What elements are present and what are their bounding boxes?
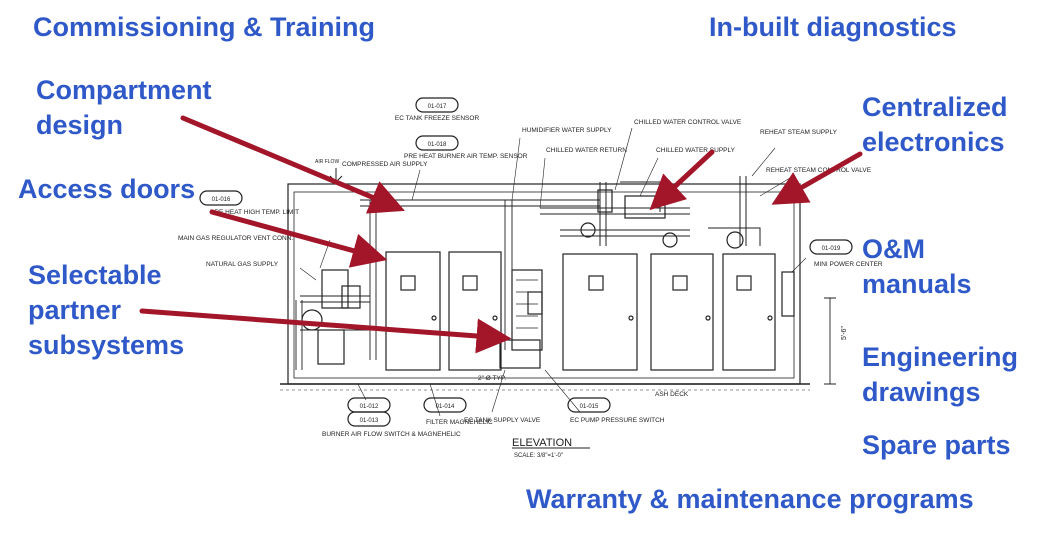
- label-engineering-line2: drawings: [862, 377, 981, 407]
- tag-01-017: 01-017: [428, 104, 447, 110]
- access-door-4: [650, 253, 714, 371]
- pump-switch-note: EC PUMP PRESSURE SWITCH: [570, 417, 665, 424]
- mini-power-center: [781, 271, 795, 317]
- access-door-2: [448, 251, 502, 371]
- ash-deck-note: ASH DECK: [655, 391, 689, 398]
- mini-power-note: MINI POWER CENTER: [814, 261, 883, 268]
- access-door-3: [562, 253, 638, 371]
- tag-01-014: 01-014: [436, 404, 455, 410]
- partner-subsystem-cabinet: [511, 269, 543, 351]
- burner-air-note: BURNER AIR FLOW SWITCH & MAGNEHELIC: [322, 431, 461, 438]
- tag-01-015: 01-015: [580, 404, 599, 410]
- reheat-valve-note: REHEAT STEAM CONTROL VALVE: [766, 167, 872, 174]
- main-gas-note: MAIN GAS REGULATOR VENT CONN.: [178, 235, 293, 242]
- filter-magnehelic-note: FILTER MAGNEHELIC: [426, 419, 493, 426]
- label-selectable-line3: subsystems: [28, 330, 185, 360]
- arrow-diagnostics: [649, 149, 715, 211]
- arrow-centralized: [771, 151, 863, 205]
- natural-gas-note: NATURAL GAS SUPPLY: [206, 261, 279, 268]
- tank-supply-note: EC TANK SUPPLY VALVE: [464, 417, 541, 424]
- tag-01-013: 01-013: [360, 418, 379, 424]
- elevation-scale: SCALE: 3/8"=1'-0": [514, 453, 563, 459]
- chilled-valve-note: CHILLED WATER CONTROL VALVE: [634, 119, 742, 126]
- pipe-size-note: 2" Ø TYP.: [478, 375, 506, 382]
- label-centralized-line2: electronics: [862, 127, 1005, 157]
- tag-01-018: 01-018: [428, 142, 447, 148]
- tag-01-019: 01-019: [822, 246, 841, 252]
- preheat-high-note: PRE HEAT HIGH TEMP. LIMIT: [210, 209, 299, 216]
- label-diagnostics: In-built diagnostics: [709, 12, 957, 42]
- label-compartment-line2: design: [36, 110, 124, 140]
- compressed-air-note: COMPRESSED AIR SUPPLY: [342, 161, 428, 168]
- label-om-line2: manuals: [862, 269, 972, 299]
- elevation-title: ELEVATION: [512, 437, 572, 449]
- access-door-1: [385, 251, 441, 371]
- reheat-supply-note: REHEAT STEAM SUPPLY: [760, 129, 838, 136]
- gas-train: [321, 269, 349, 309]
- arrow-selectable: [139, 308, 512, 354]
- tag-01-016: 01-016: [212, 197, 231, 203]
- access-door-5: [722, 253, 776, 371]
- air-flow-note: AIR FLOW: [315, 159, 339, 165]
- height-dimension: 5'-6": [841, 326, 848, 340]
- chilled-return-note: CHILLED WATER RETURN: [546, 147, 627, 154]
- preheat-burner-note: PRE HEAT BURNER AIR TEMP. SENSOR: [404, 153, 528, 160]
- arrow-access-doors: [209, 209, 388, 268]
- label-commissioning: Commissioning & Training: [33, 12, 376, 42]
- label-spare-parts: Spare parts: [862, 430, 1011, 460]
- label-selectable-line1: Selectable: [28, 260, 162, 290]
- label-access-doors: Access doors: [18, 174, 196, 204]
- label-om-line1: O&M: [862, 234, 925, 264]
- label-selectable-line2: partner: [28, 295, 122, 325]
- label-compartment-line1: Compartment: [36, 75, 212, 105]
- chilled-supply-note: CHILLED WATER SUPPLY: [656, 147, 736, 154]
- label-warranty: Warranty & maintenance programs: [526, 484, 974, 514]
- arrow-compartment: [180, 115, 405, 214]
- humidifier-note: HUMIDIFIER WATER SUPPLY: [522, 127, 612, 134]
- tag-01-012: 01-012: [360, 404, 379, 410]
- label-centralized-line1: Centralized: [862, 92, 1008, 122]
- label-engineering-line1: Engineering: [862, 342, 1019, 372]
- tank-freeze-sensor-note: EC TANK FREEZE SENSOR: [395, 115, 480, 122]
- enclosure-inner: [293, 191, 795, 379]
